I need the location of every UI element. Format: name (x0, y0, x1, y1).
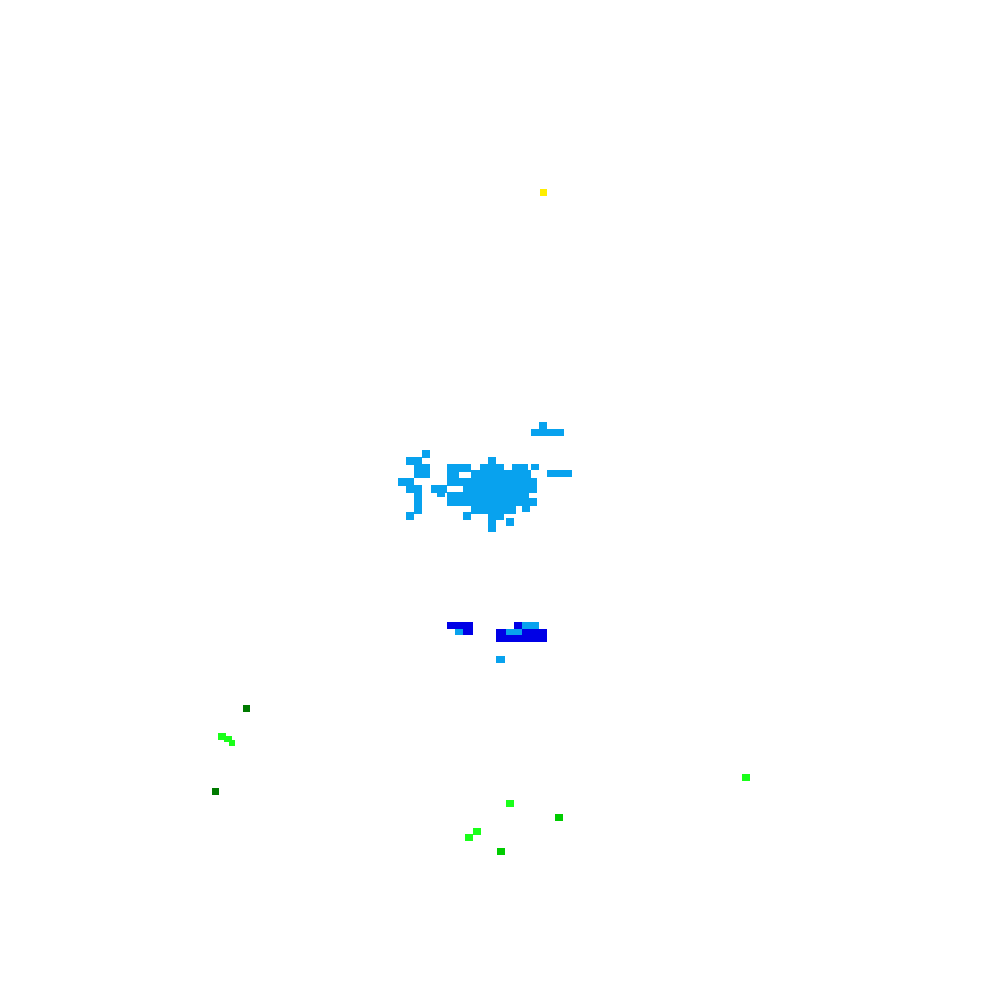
cyan-pixel (488, 524, 496, 532)
cyan-pixel (539, 422, 547, 430)
green-pixel (497, 848, 505, 855)
green-pixel (218, 733, 226, 740)
green-pixel (506, 800, 514, 807)
cyan-pixel (463, 485, 537, 493)
cyan-pixel (398, 478, 414, 486)
cyan-pixel (406, 512, 414, 520)
cyan-pixel (463, 512, 471, 520)
green-pixel (465, 834, 473, 841)
cyan-pixel (522, 622, 539, 629)
cyan-pixel (531, 464, 539, 470)
cyan-pixel (488, 512, 504, 520)
blue-cluster-layer (447, 622, 547, 663)
green-pixel (473, 828, 481, 835)
cyan-pixel (414, 500, 422, 508)
green-pixel (555, 814, 563, 821)
cyan-pixel (422, 450, 430, 458)
cyan-pixel (531, 429, 564, 436)
green-specks-layer (212, 705, 750, 855)
cyan-pixel (488, 457, 496, 465)
blue-pixel (514, 622, 522, 629)
green-pixel (229, 740, 235, 746)
green-pixel (224, 736, 232, 742)
cyan-pixel (414, 506, 422, 514)
cyan-pixel (506, 518, 514, 526)
cyan-pixel (406, 457, 422, 465)
cyan-pixel (471, 470, 531, 478)
cyan-cluster-layer (398, 422, 572, 532)
cyan-pixel (496, 656, 505, 663)
cyan-pixel (414, 464, 430, 472)
cyan-pixel (512, 464, 528, 472)
cyan-pixel (471, 506, 516, 514)
cyan-pixel (480, 464, 504, 472)
cyan-pixel (447, 464, 471, 472)
cyan-pixel (414, 470, 430, 478)
cyan-pixel (447, 498, 537, 506)
blue-pixel (447, 622, 473, 629)
green-pixel (742, 774, 750, 781)
blue-pixel (514, 629, 547, 642)
cyan-pixel (506, 629, 522, 635)
cyan-pixel (488, 518, 496, 526)
cyan-pixel (447, 470, 459, 478)
cyan-pixel (447, 478, 537, 486)
cyan-pixel (437, 489, 445, 497)
cyan-pixel (522, 504, 530, 512)
yellow-pixel (540, 189, 547, 196)
blue-pixel (463, 629, 473, 635)
green-pixel (212, 788, 219, 795)
cyan-pixel (547, 470, 572, 477)
green-pixel (243, 705, 250, 712)
cyan-pixel (406, 485, 422, 493)
cyan-pixel (455, 629, 463, 635)
cyan-pixel (414, 492, 422, 500)
yellow-speck-layer (540, 189, 547, 196)
cyan-pixel (447, 492, 529, 500)
